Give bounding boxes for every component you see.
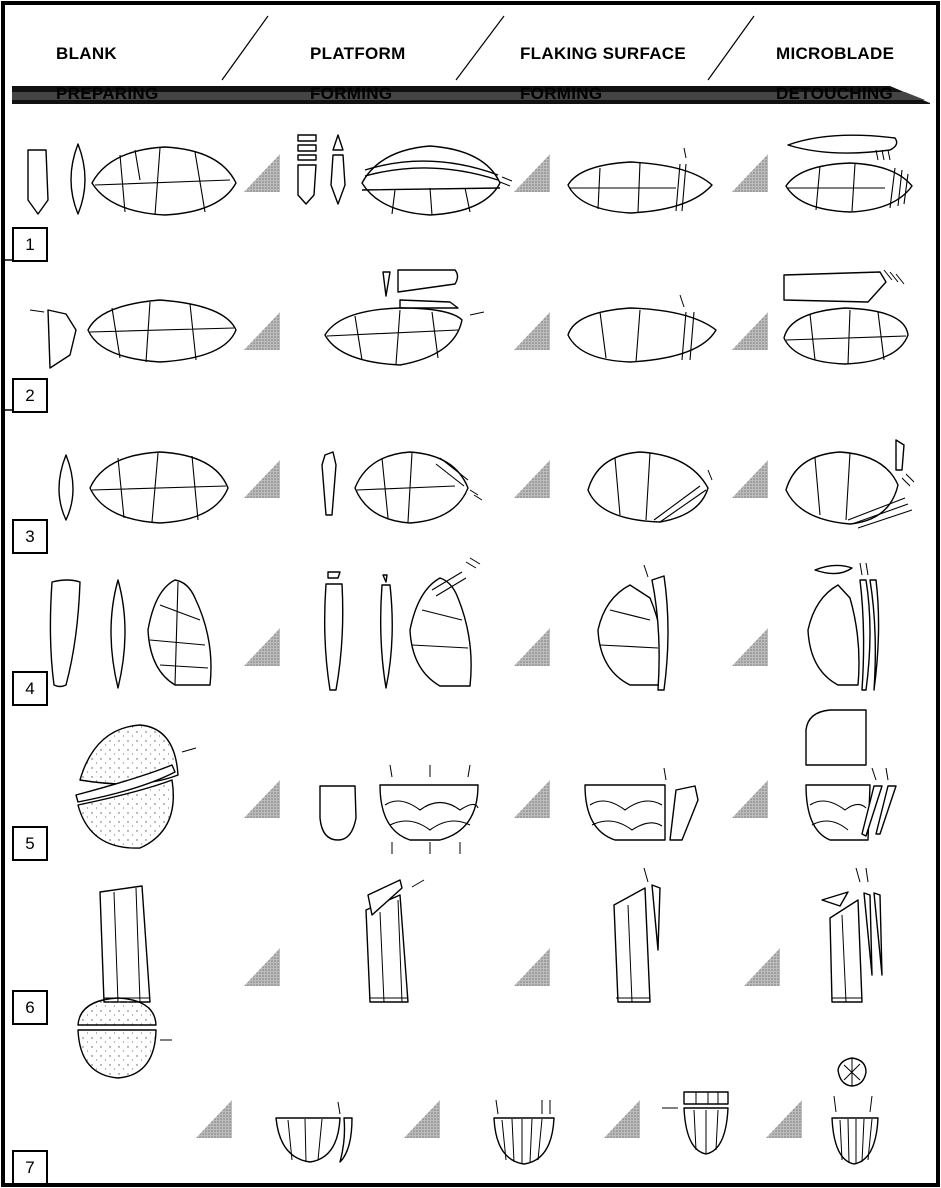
row-number-4: 4: [12, 671, 48, 706]
step-marker: [244, 780, 280, 818]
step-marker: [244, 312, 280, 350]
row-number-5: 5: [12, 826, 48, 861]
row-number-1: 1: [12, 227, 48, 262]
row-3-drawings: [59, 440, 912, 528]
stage-header-line1: PLATFORM: [310, 44, 406, 63]
step-marker: [244, 628, 280, 666]
stage-header-line1: MICROBLADE: [776, 44, 894, 63]
header-divider-1: [222, 16, 268, 80]
stage-header-line2: FORMING: [520, 84, 602, 103]
step-marker: [732, 628, 768, 666]
step-marker: [244, 948, 280, 986]
stage-header-line2: DETOUCHING: [776, 84, 893, 103]
step-marker: [514, 460, 550, 498]
step-marker: [244, 460, 280, 498]
stage-header-platform-forming: PLATFORM FORMING: [310, 24, 406, 104]
row-7-drawings: [78, 998, 878, 1164]
step-marker: [404, 1100, 440, 1138]
step-marker: [514, 154, 550, 192]
row-4-drawings: [50, 565, 878, 690]
row-2-drawings: [48, 270, 908, 368]
step-marker: [732, 460, 768, 498]
step-marker: [244, 154, 280, 192]
row-number-3: 3: [12, 519, 48, 554]
stage-header-line1: FLAKING SURFACE: [520, 44, 686, 63]
step-marker: [514, 628, 550, 666]
step-marker: [766, 1100, 802, 1138]
step-marker: [196, 1100, 232, 1138]
row-1-drawings: [28, 135, 912, 215]
step-marker: [514, 312, 550, 350]
row-5-drawings: [76, 710, 896, 848]
stage-header-line2: FORMING: [310, 84, 392, 103]
row-number-7: 7: [12, 1150, 48, 1185]
step-marker: [732, 154, 768, 192]
header-divider-3: [708, 16, 754, 80]
row-number-2: 2: [12, 378, 48, 413]
stage-header-line1: BLANK: [56, 44, 117, 63]
step-marker: [744, 948, 780, 986]
stage-header-blank-preparing: BLANK PREPARING: [56, 24, 159, 104]
header-divider-2: [456, 16, 504, 80]
step-markers: [196, 154, 802, 1138]
step-marker: [514, 780, 550, 818]
stage-header-flaking-surface-forming: FLAKING SURFACE FORMING: [520, 24, 686, 104]
row-number-6: 6: [12, 990, 48, 1025]
step-marker: [604, 1100, 640, 1138]
stage-header-line2: PREPARING: [56, 84, 159, 103]
stage-header-microblade-detouching: MICROBLADE DETOUCHING: [776, 24, 894, 104]
step-marker: [732, 312, 768, 350]
step-marker: [514, 948, 550, 986]
step-marker: [732, 780, 768, 818]
